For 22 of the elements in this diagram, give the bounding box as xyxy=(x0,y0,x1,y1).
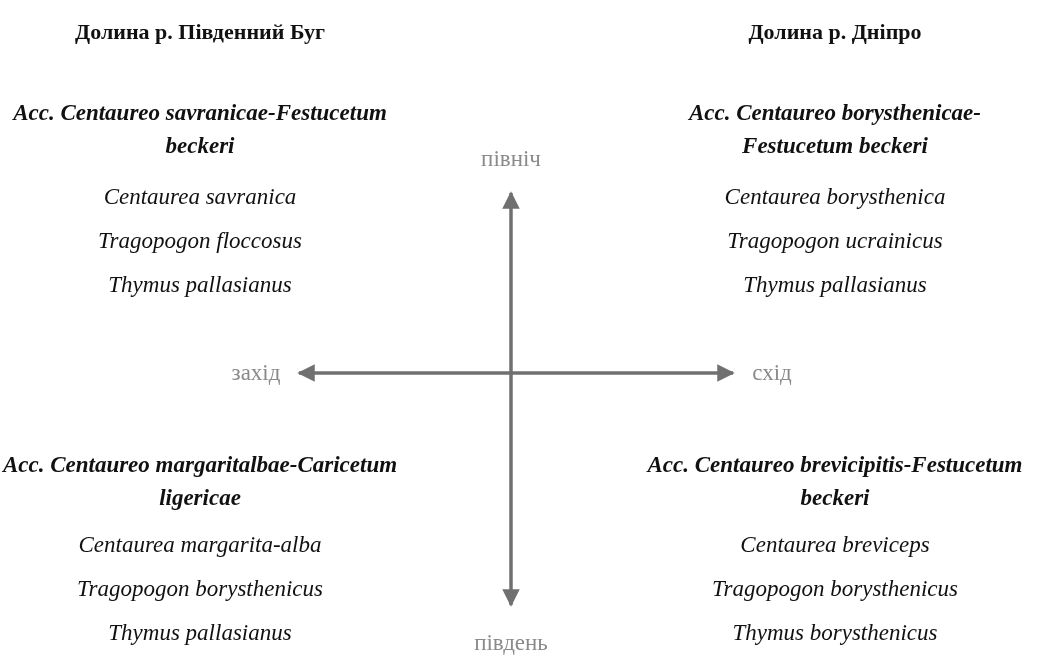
association-name: Acc. Centaureo margaritalbae-Caricetum ligericae xyxy=(1,451,399,513)
association-name: Acc. Centaureo borysthenicae-Festucetum beckeri xyxy=(687,99,982,161)
direction-label: північ xyxy=(480,145,542,173)
species-name: Centaurea margarita-alba xyxy=(77,531,323,559)
species-name: Thymus pallasianus xyxy=(107,271,293,299)
species-name: Tragopogon ucrainicus xyxy=(726,227,944,255)
association-name: Acc. Centaureo brevicipitis-Festucetum beckeri xyxy=(645,451,1024,513)
direction-label: південь xyxy=(473,629,549,656)
species-name: Thymus borysthenicus xyxy=(731,619,939,647)
species-name: Tragopogon borysthenicus xyxy=(711,575,959,603)
direction-label: схід xyxy=(751,359,793,387)
species-name: Tragopogon floccosus xyxy=(97,227,303,255)
region-title: Долина р. Дніпро xyxy=(747,18,923,46)
species-name: Thymus pallasianus xyxy=(107,619,293,647)
region-title: Долина р. Південний Буг xyxy=(74,18,326,46)
species-name: Centaurea borysthenica xyxy=(723,183,947,211)
species-name: Thymus pallasianus xyxy=(742,271,928,299)
direction-label: захід xyxy=(230,359,282,387)
association-name: Acc. Centaureo savranicae-Festucetum beckeri xyxy=(11,99,388,161)
species-name: Tragopogon borysthenicus xyxy=(76,575,324,603)
species-name: Centaurea breviceps xyxy=(739,531,931,559)
species-name: Centaurea savranica xyxy=(102,183,298,211)
